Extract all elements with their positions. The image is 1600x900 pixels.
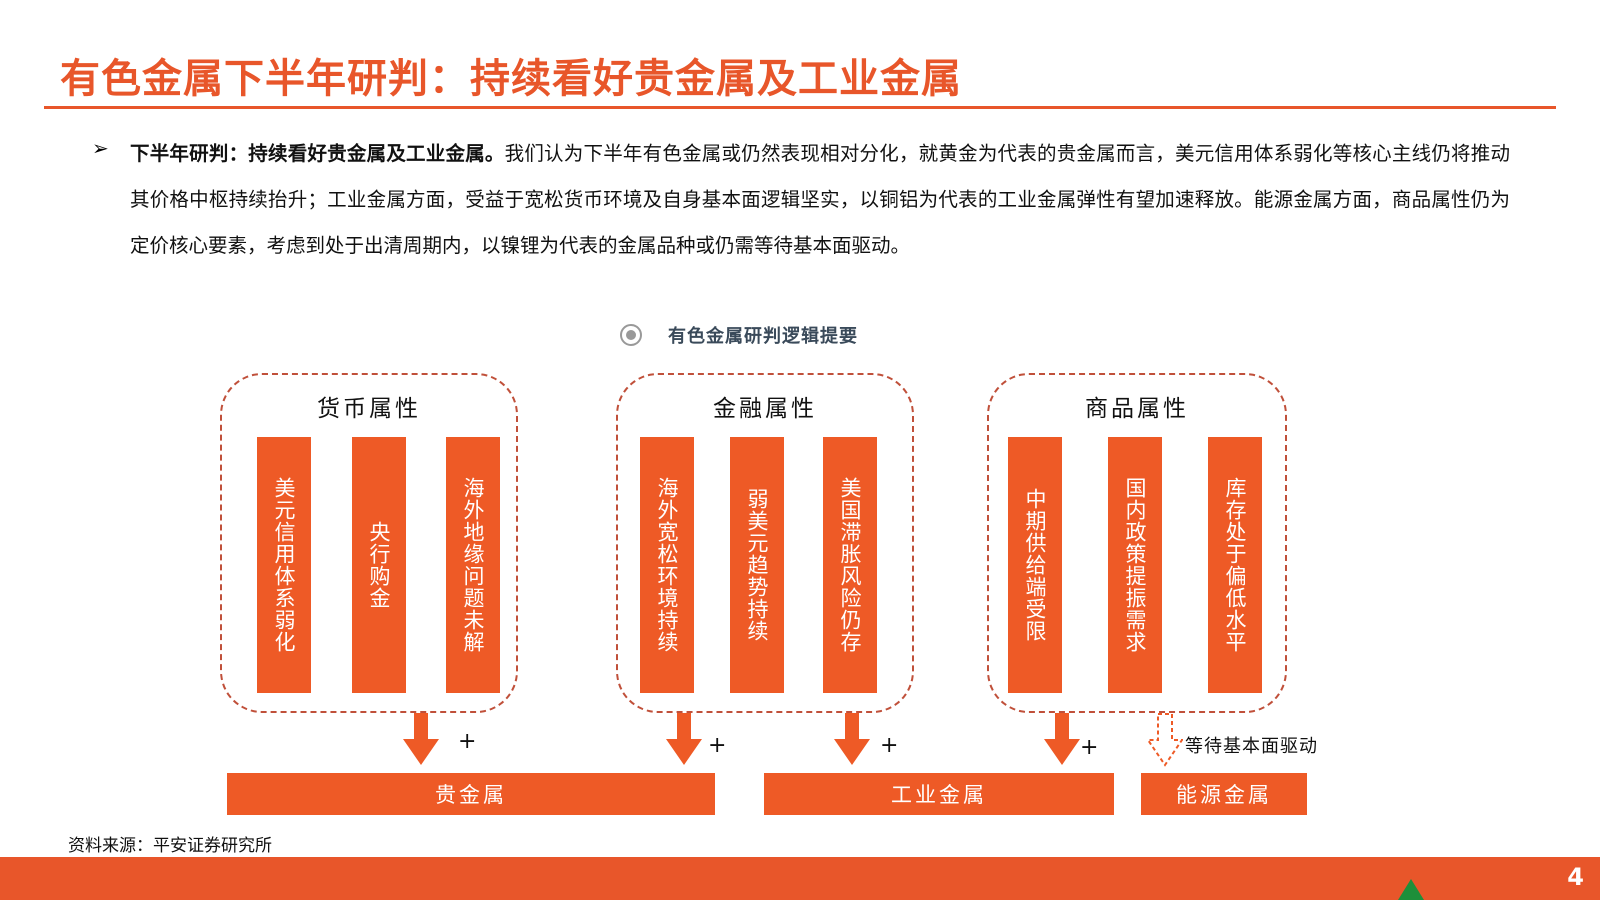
group-box-financial [616, 373, 914, 713]
plus-sign: + [1080, 735, 1099, 760]
pillar-commodity-2: 国内政策提振需求 [1108, 437, 1162, 693]
pillar-financial-3: 美国滞胀风险仍存 [823, 437, 877, 693]
result-precious-metals: 贵金属 [227, 773, 715, 815]
pillar-monetary-2: 央行购金 [352, 437, 406, 693]
pillar-financial-1: 海外宽松环境持续 [640, 437, 694, 693]
source-note: 资料来源：平安证券研究所 [68, 836, 272, 856]
pillar-commodity-3: 库存处于偏低水平 [1208, 437, 1262, 693]
summary-body: 我们认为下半年有色金属或仍然表现相对分化，就黄金为代表的贵金属而言，美元信用体系… [130, 142, 1510, 257]
pillar-commodity-1: 中期供给端受限 [1008, 437, 1062, 693]
group-box-monetary [220, 373, 518, 713]
result-industrial-metals: 工业金属 [764, 773, 1114, 815]
arrow-down-icon [403, 713, 439, 765]
pillar-monetary-1: 美元信用体系弱化 [257, 437, 311, 693]
radio-dot-icon [620, 324, 642, 346]
arrow-down-icon [1044, 713, 1080, 765]
footer-bar: 4 [0, 857, 1600, 900]
page-title: 有色金属下半年研判：持续看好贵金属及工业金属 [60, 56, 962, 102]
wait-fundamental-label: 等待基本面驱动 [1185, 736, 1318, 757]
dashed-arrow-down-icon [1147, 713, 1183, 767]
arrow-down-icon [834, 713, 870, 765]
logo-icon [1398, 879, 1424, 900]
diagram-caption: 有色金属研判逻辑提要 [620, 322, 858, 348]
pillar-monetary-3: 海外地缘问题未解 [446, 437, 500, 693]
group-title-financial: 金融属性 [713, 396, 817, 422]
result-energy-metals: 能源金属 [1141, 773, 1307, 815]
group-title-commodity: 商品属性 [1085, 396, 1189, 422]
page-number: 4 [1567, 863, 1584, 891]
pillar-financial-2: 弱美元趋势持续 [730, 437, 784, 693]
plus-sign: + [880, 733, 899, 758]
plus-sign: + [708, 733, 727, 758]
diagram-caption-text: 有色金属研判逻辑提要 [668, 326, 858, 347]
bullet-arrow-icon: ➢ [92, 136, 109, 160]
plus-sign: + [458, 729, 477, 754]
arrow-down-icon [666, 713, 702, 765]
summary-lead: 下半年研判：持续看好贵金属及工业金属。 [130, 142, 505, 165]
group-title-monetary: 货币属性 [317, 396, 421, 422]
summary-paragraph: 下半年研判：持续看好贵金属及工业金属。我们认为下半年有色金属或仍然表现相对分化，… [130, 131, 1510, 269]
group-box-commodity [987, 373, 1287, 713]
title-divider [44, 106, 1556, 109]
